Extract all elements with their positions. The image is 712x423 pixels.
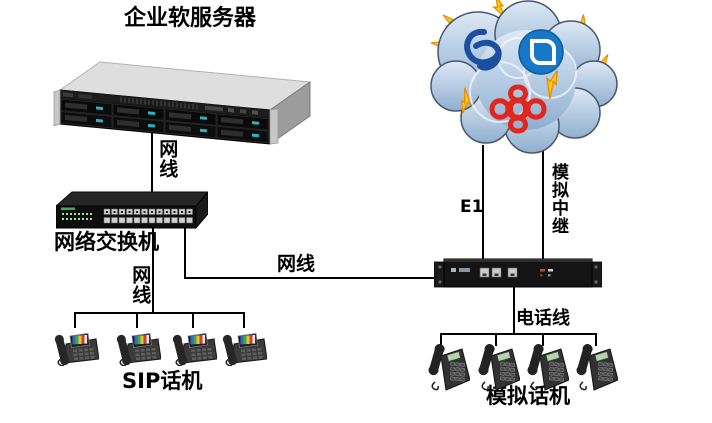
- analog-phone-image: [428, 344, 470, 392]
- cable-gateway-to-analog-branch: [513, 287, 515, 334]
- sip-phone-image: [221, 328, 267, 366]
- voip-gateway-image: [434, 258, 602, 288]
- label-cable-switch-sip: 网线: [129, 265, 152, 305]
- rack-server-image: [53, 61, 312, 145]
- cable-e1: [482, 145, 484, 259]
- analog-drop-3: [542, 333, 544, 346]
- sip-phone-image: [171, 328, 217, 366]
- sip-drop-1: [74, 312, 76, 328]
- cable-analog-trunk: [542, 147, 544, 259]
- sip-phone-image: [53, 328, 99, 366]
- gateway-indicators: [540, 269, 553, 277]
- sip-drop-2: [136, 312, 138, 328]
- analog-drop-1: [440, 333, 442, 346]
- label-analog-trunk: 模拟中继: [548, 163, 569, 235]
- analog-drop-2: [495, 333, 497, 346]
- label-phone-line: 电话线: [516, 308, 570, 329]
- label-cable-switch-gateway: 网线: [277, 253, 316, 275]
- operator-cloud-image: [429, 0, 618, 154]
- cable-switch-to-sip-branch: [152, 228, 154, 314]
- gateway-logo: [451, 268, 470, 272]
- cable-switch-to-gateway-vertical: [184, 228, 186, 279]
- network-switch-image: [56, 191, 208, 230]
- sip-phones-label: SIP话机: [122, 369, 203, 393]
- analog-phone-image: [527, 344, 569, 392]
- sip-drop-4: [243, 312, 245, 328]
- switch-label: 网络交换机: [54, 230, 159, 254]
- server-title: 企业软服务器: [124, 6, 257, 31]
- sip-branch-bus: [74, 312, 245, 314]
- analog-phones-label: 模拟话机: [486, 384, 570, 408]
- analog-branch-bus: [440, 333, 597, 335]
- analog-phone-image: [478, 344, 520, 392]
- sip-phone-image: [115, 328, 161, 366]
- analog-drop-4: [595, 333, 597, 346]
- sip-drop-3: [192, 312, 194, 328]
- cable-server-to-switch: [151, 112, 153, 196]
- analog-phone-image: [576, 344, 618, 392]
- china-mobile-icon: [518, 29, 564, 75]
- label-cable-server-switch: 网线: [156, 139, 179, 179]
- china-telecom-icon: [464, 28, 502, 71]
- label-e1-trunk: E1: [460, 197, 484, 217]
- cable-switch-to-gateway-horizontal: [184, 277, 440, 279]
- china-unicom-icon: [489, 84, 547, 134]
- gateway-ports: [479, 267, 518, 278]
